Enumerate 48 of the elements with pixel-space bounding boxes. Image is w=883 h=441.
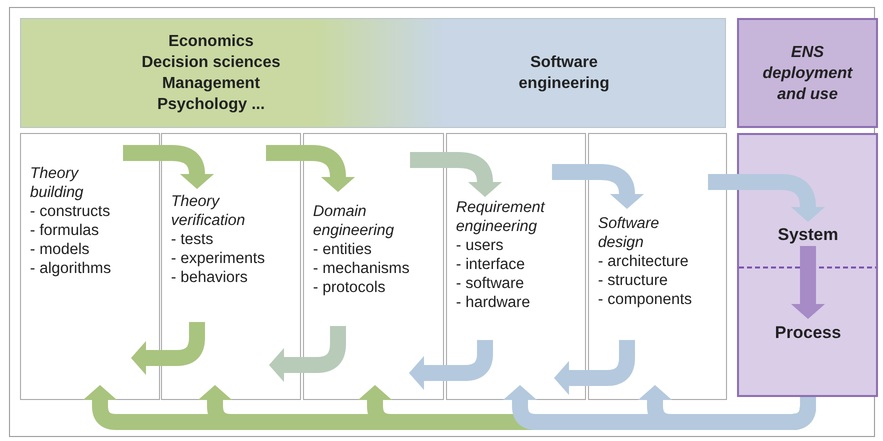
list-item: - architecture xyxy=(598,252,688,271)
phase-title: Theory verification xyxy=(171,192,246,230)
block-arrow xyxy=(791,246,825,319)
header-title: ENS deployment and use xyxy=(762,42,854,104)
block-arrow xyxy=(269,326,346,382)
list-item: - protocols xyxy=(313,278,386,297)
phase-column xyxy=(20,133,160,400)
phase-title: Software design xyxy=(598,214,660,252)
list-item: - algorithms xyxy=(30,259,111,278)
list-item: - components xyxy=(598,290,692,309)
list-item: - constructs xyxy=(30,202,110,221)
block-arrow xyxy=(708,174,825,222)
discipline-label: Management xyxy=(162,74,260,94)
phase-column xyxy=(588,133,727,400)
phase-column xyxy=(161,133,301,400)
list-item: - mechanisms xyxy=(313,259,410,278)
list-item: - entities xyxy=(313,240,372,259)
list-item: - structure xyxy=(598,271,668,290)
block-arrow xyxy=(410,152,502,197)
panel-box xyxy=(737,133,878,397)
stage-label: Process xyxy=(770,322,846,344)
phase-column xyxy=(303,133,444,400)
block-arrow xyxy=(123,145,214,189)
block-arrow xyxy=(409,340,493,390)
discipline-band xyxy=(20,18,726,128)
phase-title: Requirement engineering xyxy=(456,198,546,236)
list-item: - formulas xyxy=(30,221,99,240)
discipline-label: Economics xyxy=(168,32,254,52)
phase-title: Domain engineering xyxy=(313,202,396,240)
list-item: - hardware xyxy=(456,293,530,312)
discipline-label: Psychology ... xyxy=(157,95,265,115)
block-arrow xyxy=(131,322,205,375)
phase-column xyxy=(446,133,586,400)
list-item: - experiments xyxy=(171,249,265,268)
stage-label: System xyxy=(770,224,846,246)
list-item: - behaviors xyxy=(171,268,248,287)
list-item: - users xyxy=(456,236,504,255)
discipline-label: Software engineering xyxy=(518,53,610,94)
list-item: - models xyxy=(30,240,90,259)
block-arrow xyxy=(266,145,355,192)
discipline-label: Decision sciences xyxy=(142,53,280,73)
list-item: - software xyxy=(456,274,524,293)
block-arrow xyxy=(638,385,816,430)
phase-title: Theory building xyxy=(30,164,84,202)
list-item: - tests xyxy=(171,230,214,249)
list-item: - interface xyxy=(456,255,525,274)
block-arrow xyxy=(554,340,635,395)
header-box xyxy=(737,18,878,128)
